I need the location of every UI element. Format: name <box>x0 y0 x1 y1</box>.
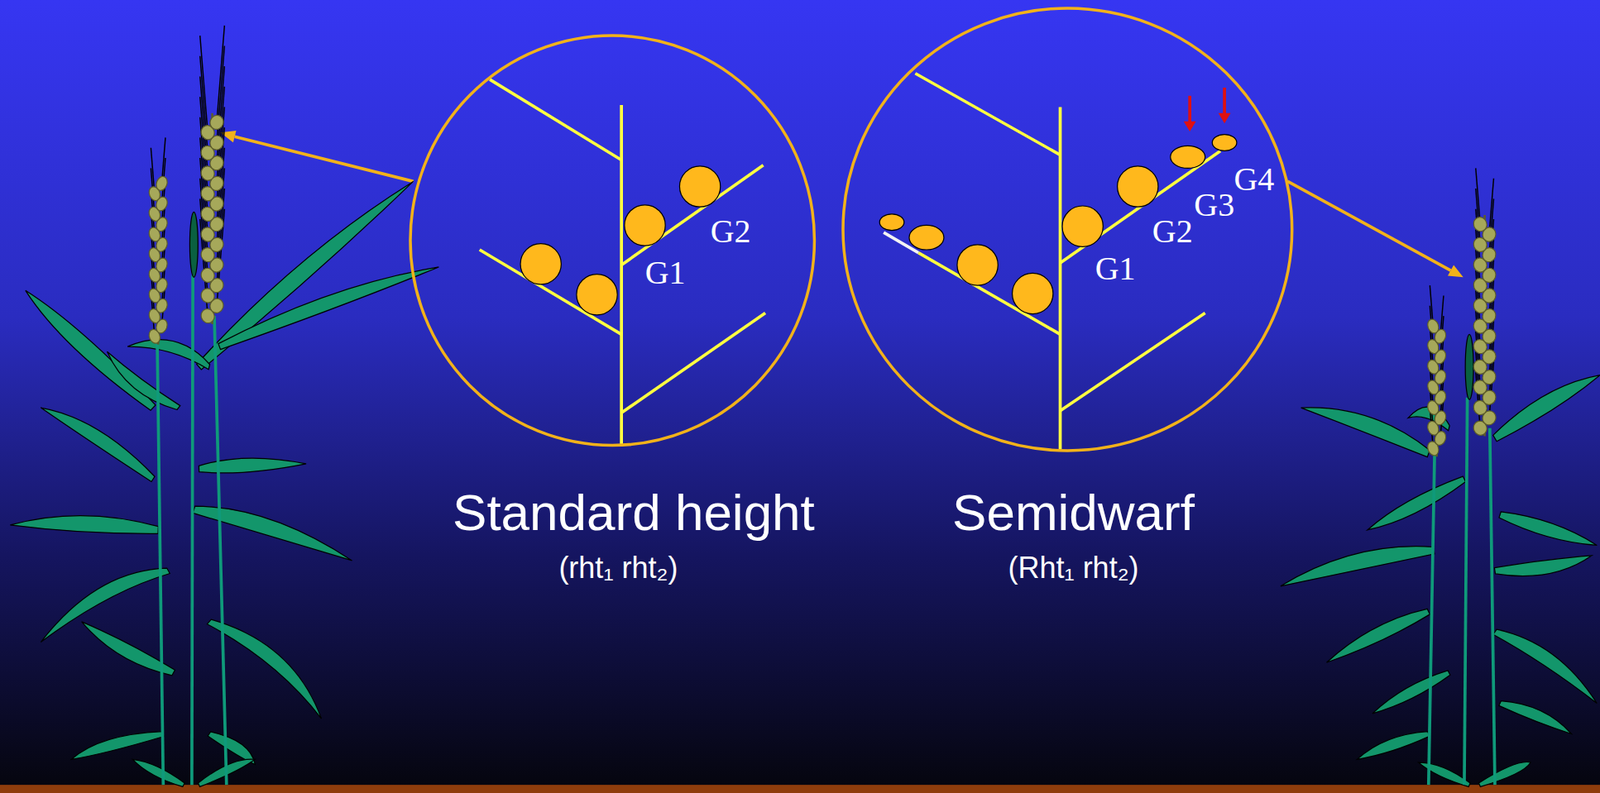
leaf <box>1478 762 1531 788</box>
leaf <box>107 351 181 410</box>
leaf-sheath <box>1465 334 1474 400</box>
spikelet <box>1471 215 1490 234</box>
circle-outline <box>410 35 815 446</box>
leader-line <box>1288 181 1452 271</box>
leaf <box>1499 512 1597 547</box>
leaf <box>1280 546 1435 587</box>
rachis-line <box>619 105 623 446</box>
grain <box>520 244 561 285</box>
rachis-line <box>1058 106 1063 450</box>
stem <box>1428 448 1435 786</box>
spikelet-diagram <box>479 79 766 446</box>
grains <box>879 134 1237 315</box>
leaf <box>1493 375 1600 442</box>
spikelet-diagram <box>914 73 1221 451</box>
leaf <box>25 290 156 411</box>
wheat-spike <box>147 137 169 345</box>
grain <box>624 205 666 246</box>
leaf <box>192 506 353 561</box>
circle-outline <box>843 8 1293 451</box>
leaf <box>198 458 307 474</box>
leaf <box>218 267 439 350</box>
wheat-spike <box>1425 285 1447 457</box>
grain-label: G4 <box>1233 162 1275 197</box>
genotype-label: (Rht₁ rht₂) <box>1007 551 1139 585</box>
spikelet-circle: G1 G2G3G4 <box>840 5 1295 454</box>
ground-strip <box>0 785 1600 793</box>
stem <box>157 336 163 786</box>
leaf <box>1493 629 1597 704</box>
red-arrows <box>1183 87 1232 132</box>
grain <box>1170 145 1206 168</box>
leaf <box>1356 732 1429 761</box>
grains <box>520 166 721 316</box>
leader-line <box>234 136 414 182</box>
leaf <box>1494 555 1592 577</box>
grain <box>1117 166 1159 207</box>
awn <box>200 35 208 133</box>
spikelet <box>208 113 226 132</box>
spikelet <box>1425 317 1441 336</box>
leaf-sheath <box>189 211 198 278</box>
circle-outline <box>407 33 817 449</box>
branch-line <box>621 165 763 266</box>
leaf <box>1372 670 1451 714</box>
grain <box>909 225 944 250</box>
grain <box>679 166 720 207</box>
plant-type-label: Standard height <box>452 484 815 542</box>
stem <box>1464 397 1468 786</box>
awn <box>1475 167 1481 225</box>
genotype-label: (rht₁ rht₂) <box>558 551 678 585</box>
grain-label: G1 <box>645 256 686 290</box>
branch-line <box>489 79 622 160</box>
grain-label: G3 <box>1193 188 1235 222</box>
leaf <box>71 732 164 761</box>
grain <box>1062 205 1103 247</box>
stem <box>191 275 193 786</box>
leaf <box>1417 762 1471 787</box>
branch-line <box>1060 312 1206 411</box>
branch-line <box>914 73 1060 156</box>
red-arrow <box>1222 87 1227 115</box>
stem <box>1489 428 1495 786</box>
arrowhead <box>1218 113 1232 124</box>
arrowhead <box>1447 264 1464 278</box>
grain-label: G2 <box>1152 215 1193 249</box>
circle-outline <box>840 5 1295 454</box>
leaf <box>127 340 210 370</box>
wheat-plants <box>9 25 1600 788</box>
leaf <box>40 407 155 482</box>
leaf <box>1326 608 1430 663</box>
wheat-spike <box>199 25 226 326</box>
red-arrow <box>1188 95 1192 123</box>
grain <box>879 214 905 231</box>
awn <box>216 25 225 123</box>
leaf <box>9 516 159 535</box>
spikelet-circle: G1 G2 <box>407 33 817 449</box>
grain-label: G2 <box>710 215 752 249</box>
arrowhead <box>1183 121 1197 132</box>
wheat-spike <box>1471 167 1499 437</box>
plant-type-label: Semidwarf <box>952 484 1195 542</box>
leaf <box>1367 476 1466 531</box>
grain <box>1012 273 1054 314</box>
leaf <box>1499 701 1572 735</box>
awn <box>1489 178 1494 235</box>
grain-label: G1 <box>1095 252 1136 286</box>
leaf <box>40 568 170 643</box>
grain <box>957 244 998 286</box>
stem <box>214 316 227 786</box>
grain <box>1211 134 1237 152</box>
grain <box>576 274 618 316</box>
leaf <box>132 759 185 787</box>
spikelet <box>154 175 170 193</box>
